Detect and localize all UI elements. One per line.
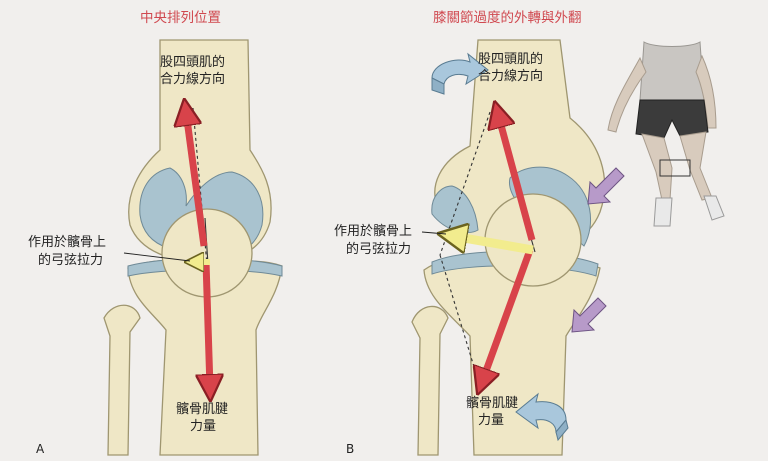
panel-b-tendon-label-2: 力量 <box>478 413 505 428</box>
runner-shorts <box>635 99 709 139</box>
panel-a-tendon-label-2: 力量 <box>190 419 217 434</box>
bowstring-leader-a <box>123 252 191 262</box>
tendon-line-dashed-b <box>439 254 479 381</box>
tibia-b <box>423 253 601 456</box>
fibula-a <box>103 304 141 456</box>
valgus-arrow-upper-icon <box>587 167 625 205</box>
panel-b-quad-label-1: 股四頭肌的 <box>478 52 544 67</box>
panel-a-label: A <box>36 442 45 456</box>
runner-torso <box>639 41 705 101</box>
tendon-force-arrow-a <box>206 261 210 388</box>
tendon-force-arrow-b <box>482 248 534 382</box>
bowstring-leader-b <box>421 231 447 235</box>
external-rotation-arrow-top-icon <box>431 52 489 95</box>
panel-a-bowstring-label-2: 的弓弦拉力 <box>38 253 104 268</box>
valgus-arrow-lower-icon <box>571 297 607 333</box>
panel-b-title: 膝關節過度的外轉與外翻 <box>433 10 582 26</box>
runner-photo <box>607 41 725 227</box>
panel-b-label: B <box>346 442 355 456</box>
panel-a-quad-label-1: 股四頭肌的 <box>160 55 226 70</box>
panel-b-bowstring-label-1: 作用於髕骨上 <box>334 224 413 239</box>
knee-diagram-b <box>411 39 625 456</box>
panel-a-title: 中央排列位置 <box>140 10 221 26</box>
quad-line-dashed-a <box>192 107 208 266</box>
knee-diagram-a <box>103 39 283 456</box>
panel-b-tendon-label-1: 髕骨肌腱 <box>466 396 519 411</box>
panel-a-quad-label-2: 合力線方向 <box>160 72 226 87</box>
knee-highlight-box <box>659 159 691 177</box>
fibula-b <box>411 305 449 456</box>
bowstring-arrow-b <box>452 236 534 255</box>
quad-force-arrow-b <box>498 114 536 241</box>
panel-a-tendon-label-1: 髕骨肌腱 <box>176 402 229 417</box>
panel-b-bowstring-label-2: 的弓弦拉力 <box>346 242 412 257</box>
external-rotation-arrow-bottom-icon <box>515 392 569 442</box>
panel-b-quad-label-2: 合力線方向 <box>478 69 544 84</box>
quad-force-arrow-a <box>186 112 208 247</box>
panel-a-bowstring-label-1: 作用於髕骨上 <box>28 235 107 250</box>
